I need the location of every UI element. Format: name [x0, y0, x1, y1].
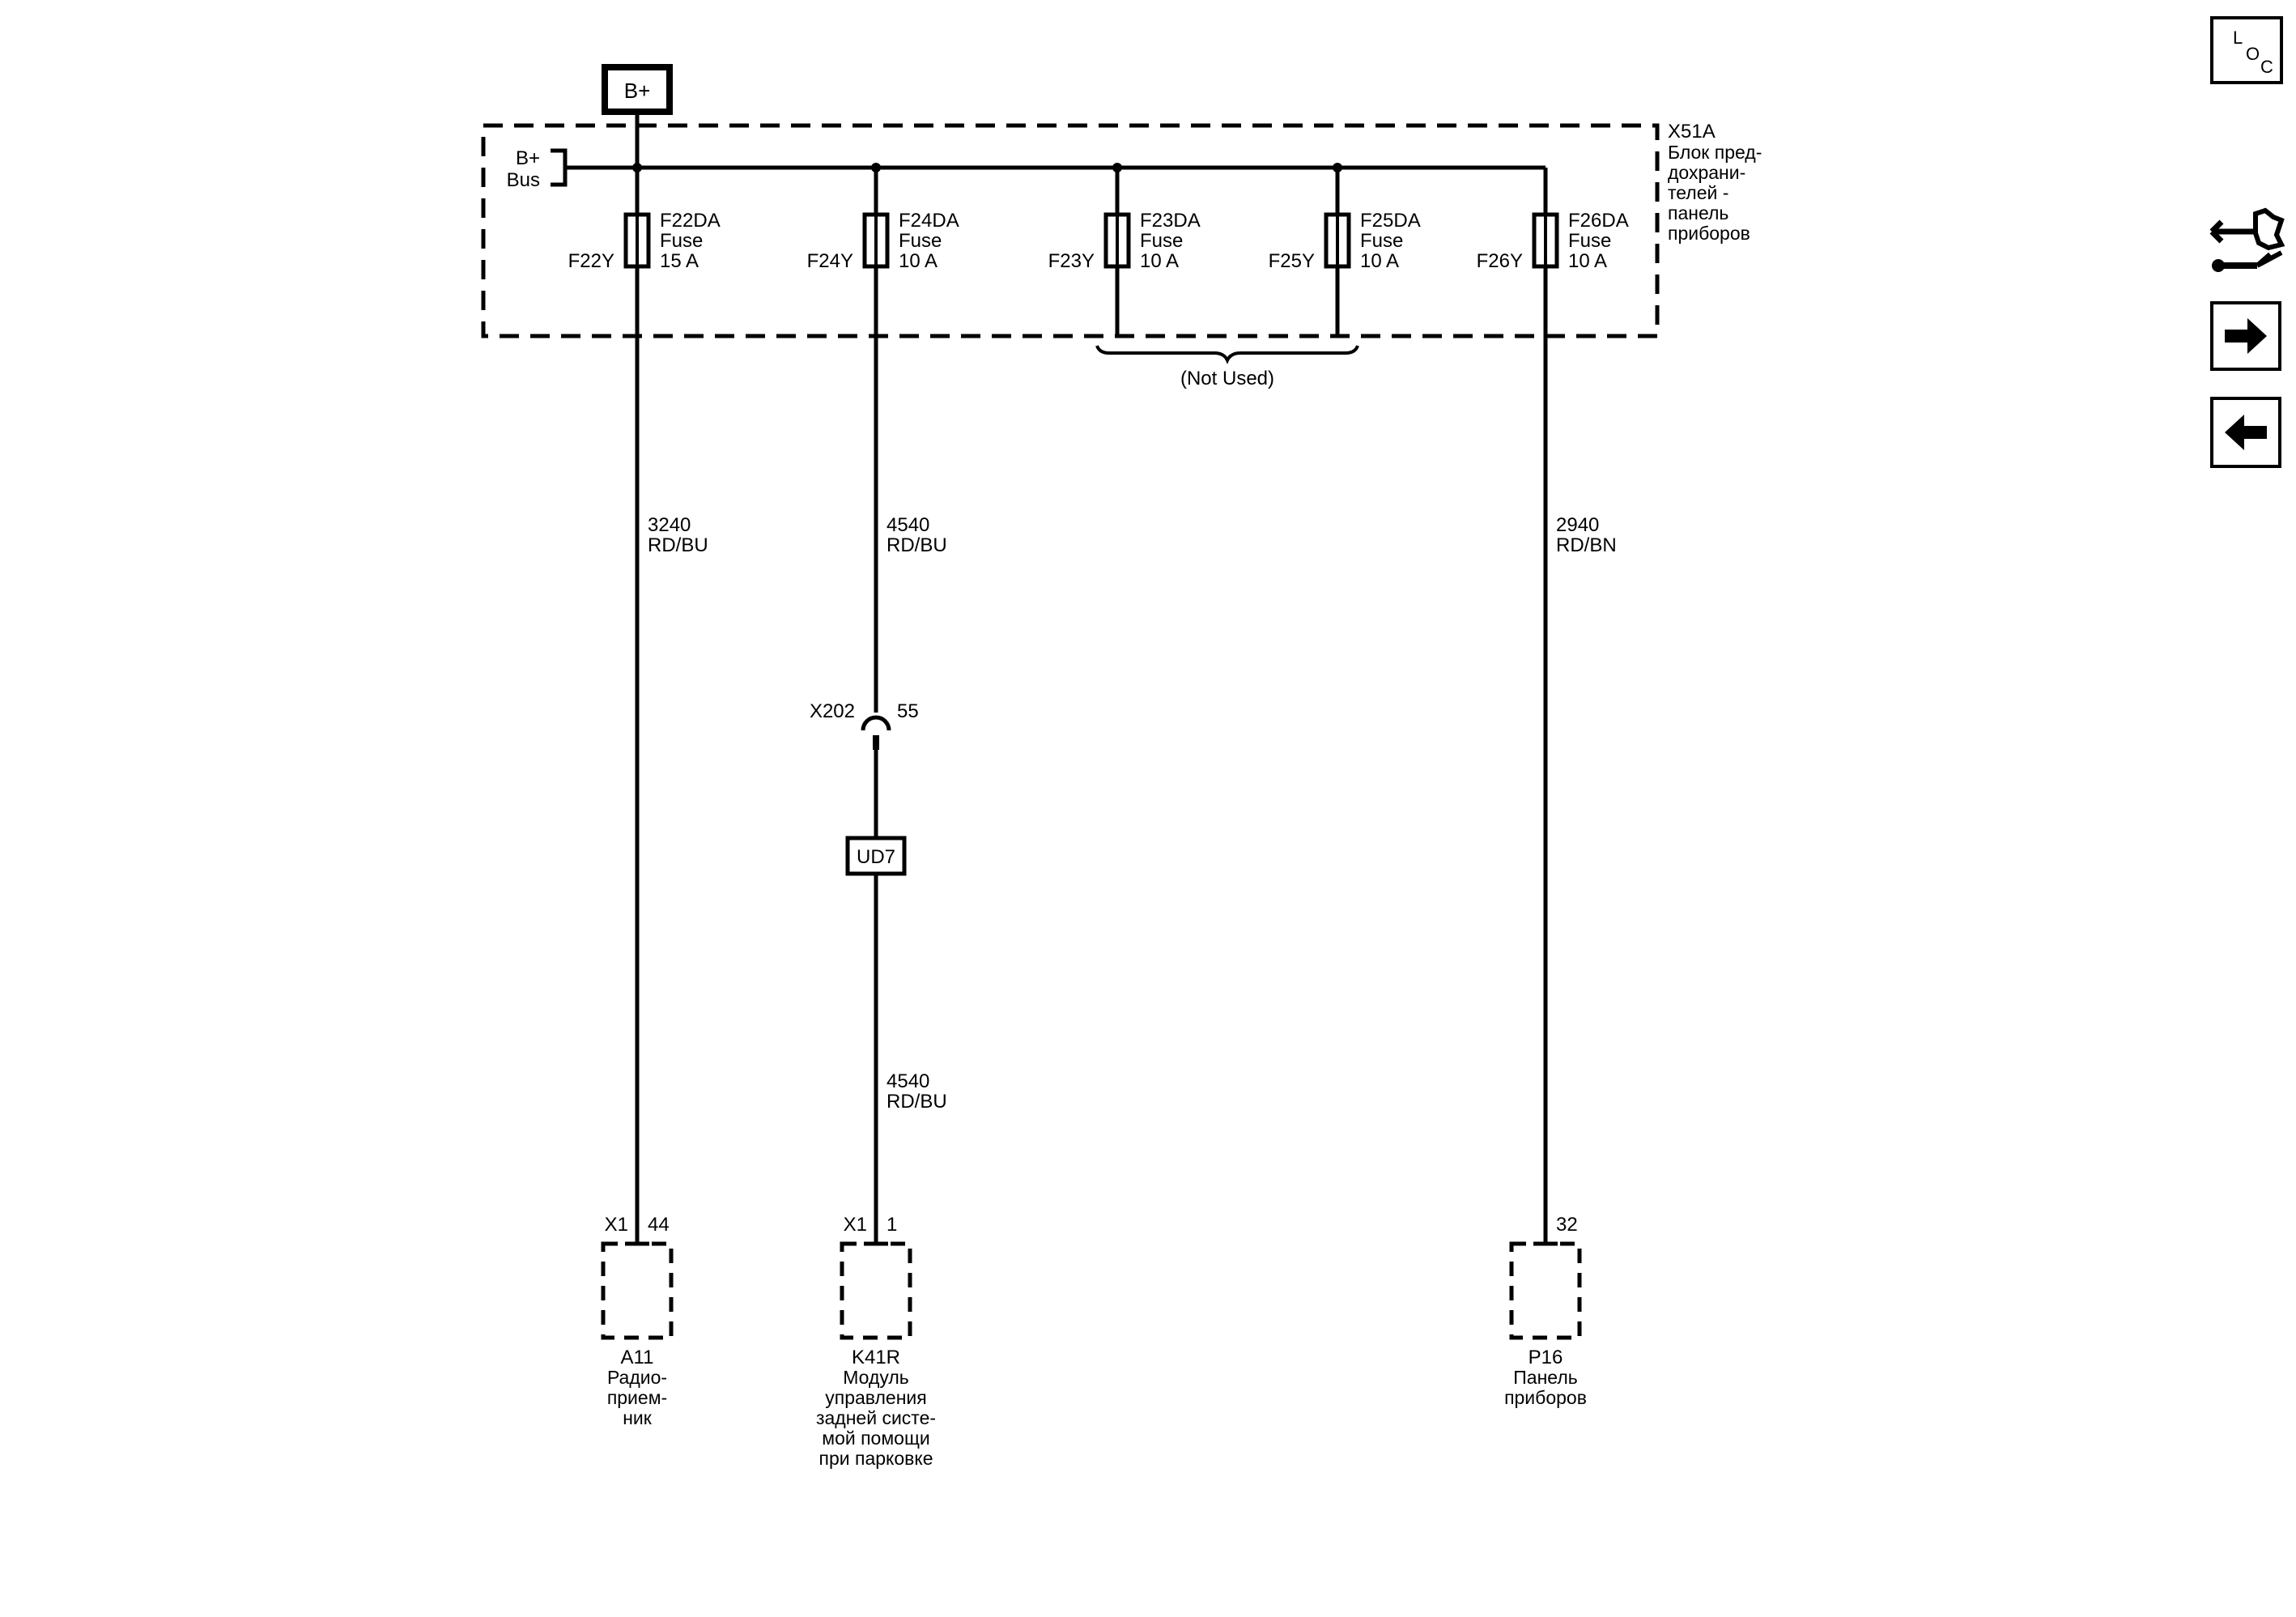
cluster-wire-color: RD/BN [1556, 534, 1617, 556]
fuse-f25da-rating: 10 A [1360, 250, 1399, 272]
fuse-f24da-terminal: F24Y [807, 250, 853, 272]
park-wire-lower-color: RD/BU [887, 1091, 947, 1113]
not-used-label: (Not Used) [1180, 368, 1274, 389]
power-source-label: B+ [624, 79, 651, 103]
not-used-brace [1095, 345, 1359, 364]
component-k41r-park-assist [840, 1241, 912, 1340]
park-wire-lower-circuit: 4540 [887, 1070, 929, 1092]
inline-connector-x202 [861, 715, 891, 731]
bus-label-1: B+ [516, 147, 540, 169]
fuse-f23da-terminal: F23Y [1048, 250, 1095, 272]
park-connector-id: X1 [844, 1214, 867, 1236]
component-p16-cluster [1509, 1241, 1582, 1340]
fuse-block-outline [481, 123, 1660, 338]
fuse-f26da-name: F26DA [1568, 210, 1629, 232]
park-name-2: управления [825, 1387, 926, 1408]
fuse-f25da-type: Fuse [1360, 230, 1403, 252]
fuse-block-id: X51A [1668, 121, 1716, 143]
splice-ud7 [845, 836, 907, 876]
inline-connector-id: X202 [810, 700, 855, 722]
fuse-f26da-type: Fuse [1568, 230, 1611, 252]
radio-name-3: ник [623, 1407, 653, 1428]
cluster-id: P16 [1529, 1347, 1563, 1368]
bus-label-2: Bus [507, 169, 540, 191]
power-source-box [602, 64, 673, 115]
fuse-f22da-name: F22DA [660, 210, 721, 232]
arrow-left-icon [2225, 415, 2267, 450]
component-a11-radio [601, 1241, 674, 1340]
fuse-f22da-rating: 15 A [660, 250, 699, 272]
arrow-right-icon [2225, 318, 2267, 354]
radio-connector-id: X1 [605, 1214, 628, 1236]
park-id: K41R [852, 1347, 900, 1368]
connector-tool-icon [2209, 207, 2285, 272]
fuse-block-name-2: дохрани- [1668, 162, 1745, 183]
fuse-f23da-rating: 10 A [1140, 250, 1179, 272]
fuse-f22da-type: Fuse [660, 230, 703, 252]
inline-connector-x202-pin [873, 735, 879, 750]
fuse-f24da-name: F24DA [899, 210, 959, 232]
splice-ud7-label: UD7 [857, 846, 895, 868]
radio-connector-pin: 44 [648, 1214, 670, 1236]
park-wire-upper-circuit: 4540 [887, 514, 929, 536]
radio-wire-circuit: 3240 [648, 514, 691, 536]
loc-letter-o: O [2246, 44, 2260, 64]
cluster-wire-circuit: 2940 [1556, 514, 1599, 536]
park-wire-upper-color: RD/BU [887, 534, 947, 556]
inline-connector-pin: 55 [897, 700, 919, 722]
radio-wire-color: RD/BU [648, 534, 708, 556]
cluster-connector-pin: 32 [1556, 1214, 1578, 1236]
fuse-f22da-terminal: F22Y [568, 250, 614, 272]
radio-name-1: Радио- [607, 1367, 667, 1388]
fuse-block-name-3: телей - [1668, 182, 1728, 203]
radio-name-2: прием- [607, 1387, 667, 1408]
park-connector-pin: 1 [887, 1214, 897, 1236]
fuse-f26da-terminal: F26Y [1477, 250, 1523, 272]
fuse-block-name-5: приборов [1668, 223, 1750, 244]
cluster-name-2: приборов [1504, 1387, 1587, 1408]
fuse-block-name-1: Блок пред- [1668, 142, 1762, 163]
park-name-1: Модуль [843, 1367, 909, 1388]
fuse-f26da-rating: 10 A [1568, 250, 1607, 272]
cluster-name-1: Панель [1513, 1367, 1577, 1388]
bus-bracket [551, 148, 568, 187]
previous-page-button[interactable] [2210, 397, 2281, 468]
fuse-f23da-name: F23DA [1140, 210, 1201, 232]
location-button[interactable]: L O C [2210, 16, 2283, 84]
connector-tool-button[interactable] [2209, 202, 2285, 280]
park-name-5: при парковке [819, 1448, 933, 1469]
fuse-block-name-4: панель [1668, 202, 1728, 223]
fuse-f24da-type: Fuse [899, 230, 942, 252]
fuse-f24da-rating: 10 A [899, 250, 938, 272]
loc-letter-l: L [2233, 28, 2243, 48]
fuse-f25da-name: F25DA [1360, 210, 1421, 232]
radio-id: A11 [621, 1347, 654, 1368]
fuse-f25da-terminal: F25Y [1269, 250, 1315, 272]
park-name-3: задней систе- [816, 1407, 936, 1428]
park-name-4: мой помощи [822, 1428, 929, 1449]
fuse-f23da-type: Fuse [1140, 230, 1183, 252]
next-page-button[interactable] [2210, 301, 2281, 371]
loc-letter-c: C [2260, 57, 2273, 77]
